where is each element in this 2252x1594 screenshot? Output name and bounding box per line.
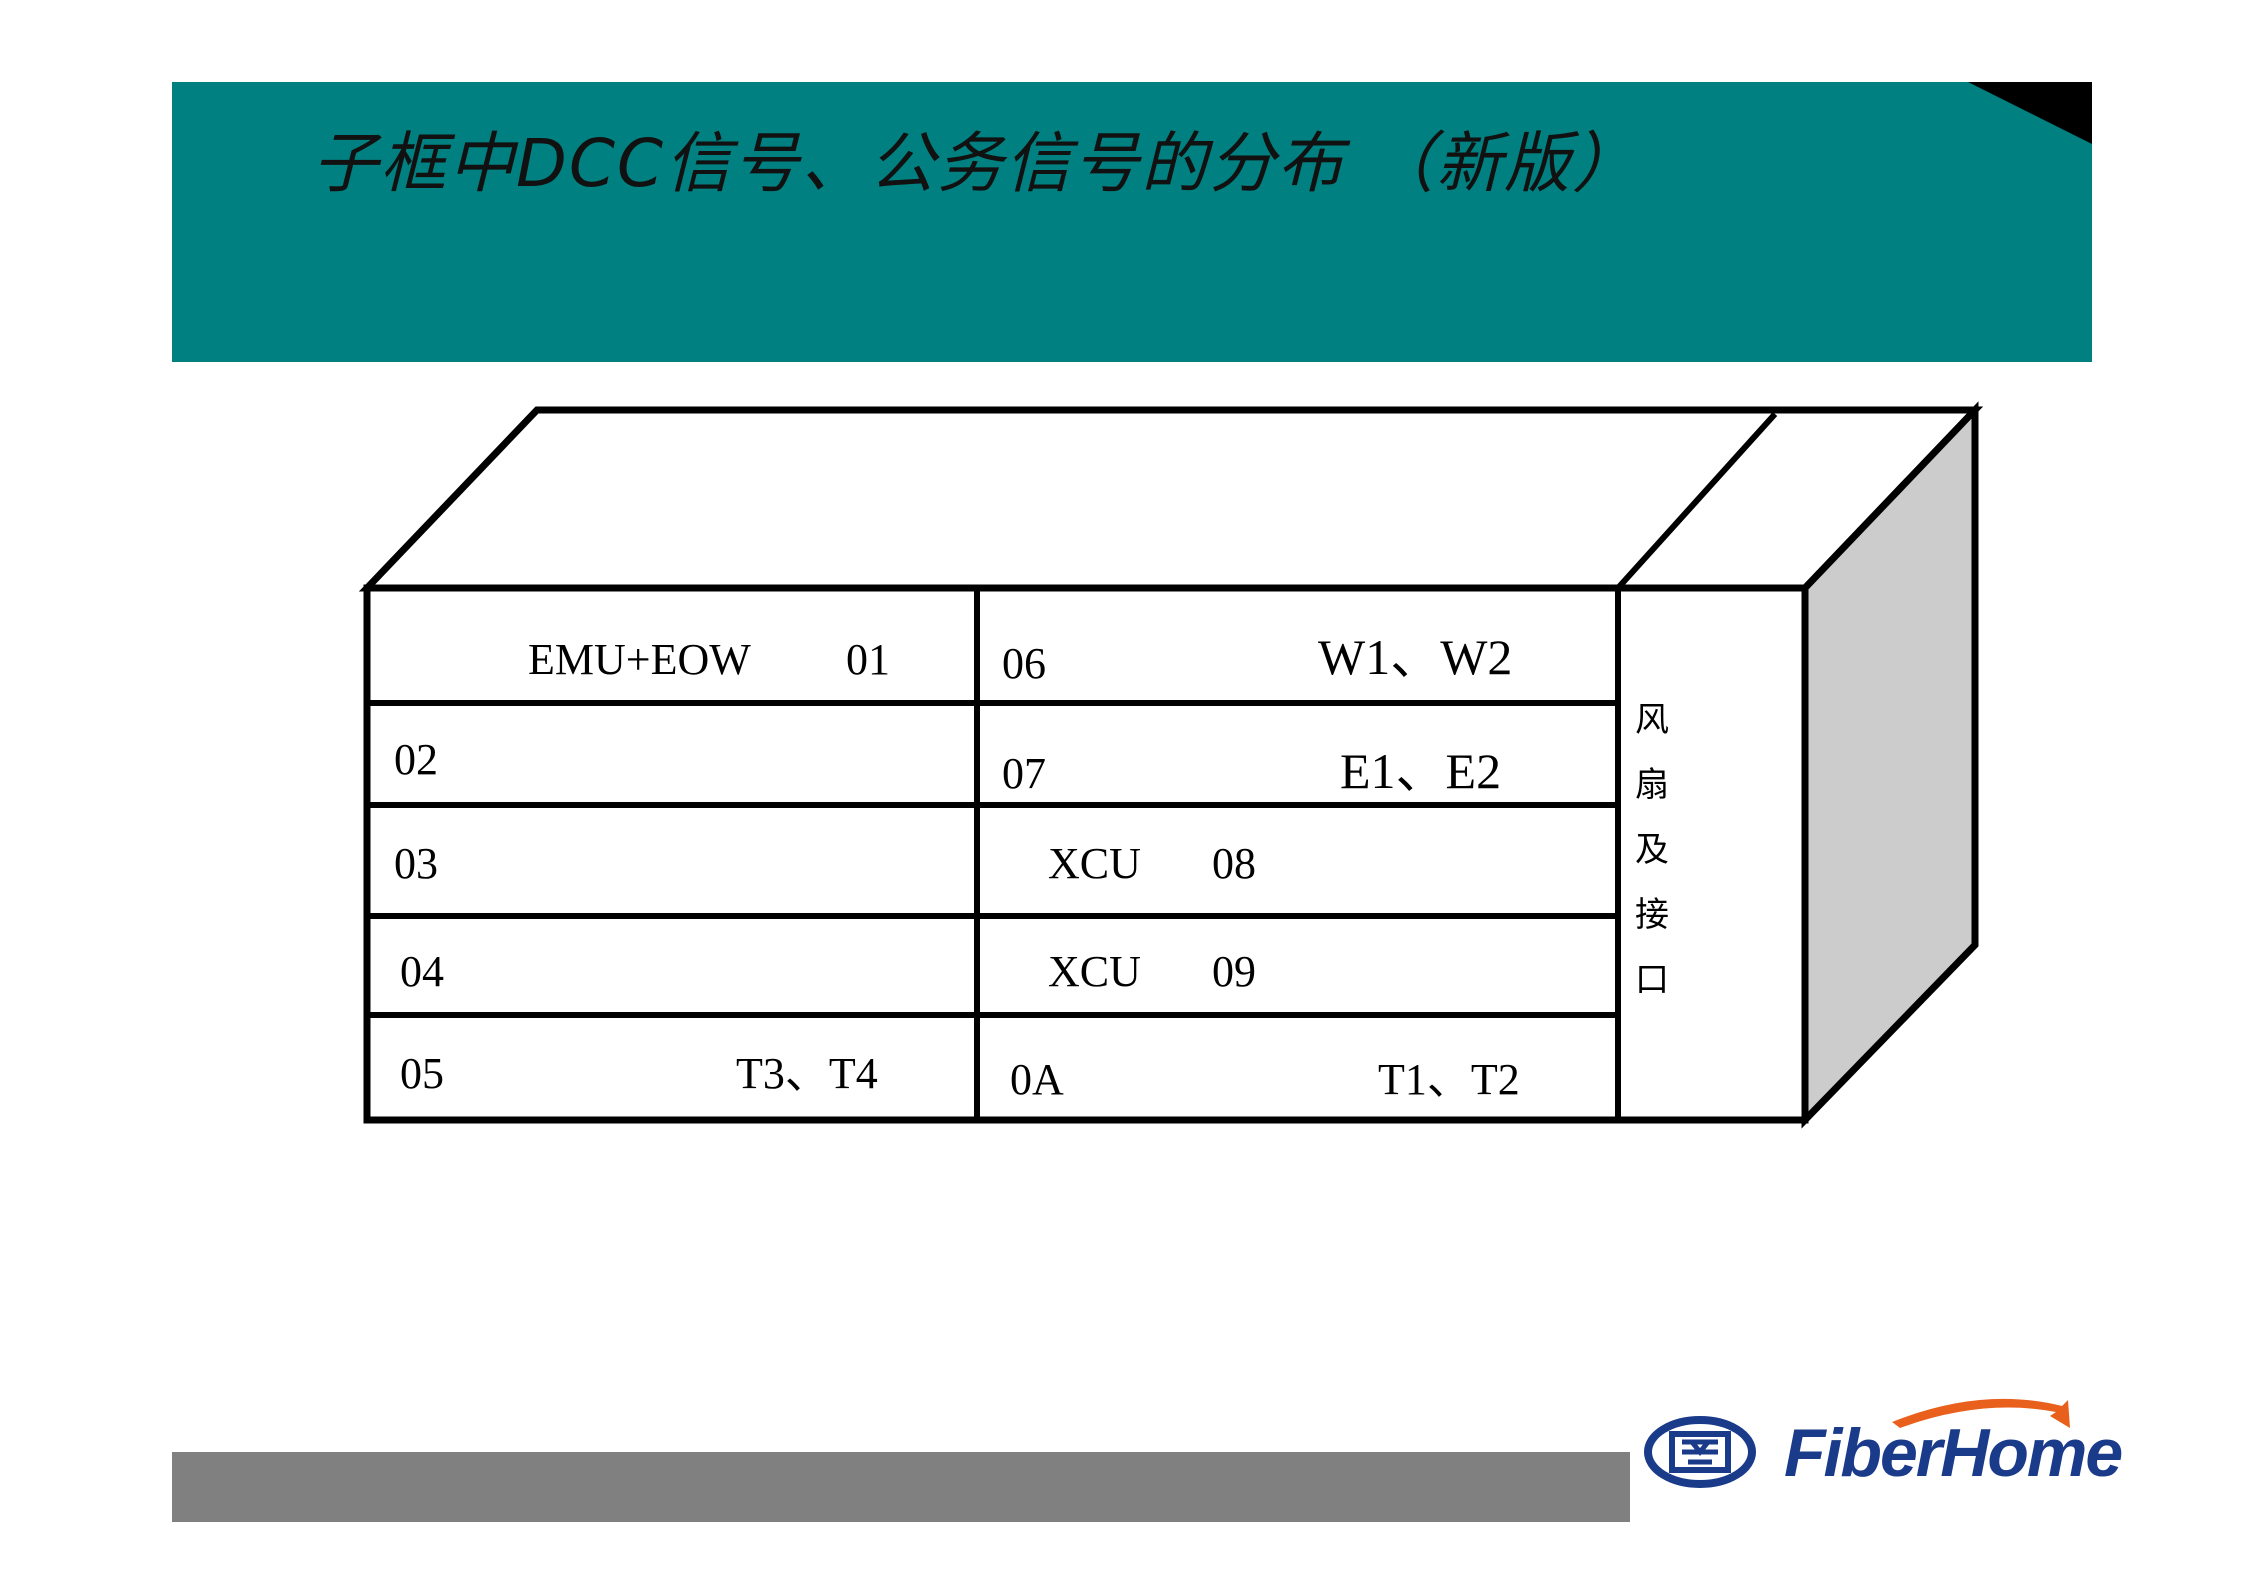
slot-07-id: 07 <box>1002 749 1046 798</box>
slot-01-label: EMU+EOW <box>528 635 751 684</box>
fan-label-char: 接 <box>1635 895 1669 935</box>
fiberhome-wordmark: FiberHome <box>1784 1415 2123 1491</box>
slot-07-signals: E1、E2 <box>1340 743 1502 799</box>
fan-label-char: 风 <box>1635 700 1669 740</box>
slot-08-label: XCU <box>1048 839 1141 888</box>
slot-0a-id: 0A <box>1010 1055 1064 1104</box>
subrack-front-face <box>363 584 1809 1124</box>
slide-title: 子框中DCC信号、公务信号的分布 （新版） <box>312 125 1640 202</box>
slot-06-id: 06 <box>1002 639 1046 688</box>
fan-label-char: 扇 <box>1635 765 1669 805</box>
fiberhome-emblem-icon <box>1644 1398 2070 1488</box>
slot-06-signals: W1、W2 <box>1318 629 1513 685</box>
title-corner-decoration <box>1968 82 2092 144</box>
fiberhome-logo: FiberHome <box>1642 1392 2123 1512</box>
slot-08-id: 08 <box>1212 839 1256 888</box>
footer-bar <box>172 1452 1630 1522</box>
slot-0a-signals: T1、T2 <box>1378 1055 1520 1104</box>
slot-01-id: 01 <box>846 635 890 684</box>
fan-panel-top-divider <box>1615 411 1778 591</box>
slot-03-id: 03 <box>394 839 438 888</box>
fan-interface-label: 风 扇 及 接 口 <box>1622 688 1682 1013</box>
slot-04-id: 04 <box>400 947 444 996</box>
fan-label-char: 及 <box>1635 830 1669 870</box>
slot-05-id: 05 <box>400 1049 444 1098</box>
slot-02-id: 02 <box>394 735 438 784</box>
title-band: 子框中DCC信号、公务信号的分布 （新版） <box>172 82 2092 362</box>
slot-09-label: XCU <box>1048 947 1141 996</box>
slot-05-signals: T3、T4 <box>736 1049 878 1098</box>
fan-label-char: 口 <box>1635 960 1669 1000</box>
subrack-top-face <box>358 406 1984 592</box>
slot-09-id: 09 <box>1212 947 1256 996</box>
